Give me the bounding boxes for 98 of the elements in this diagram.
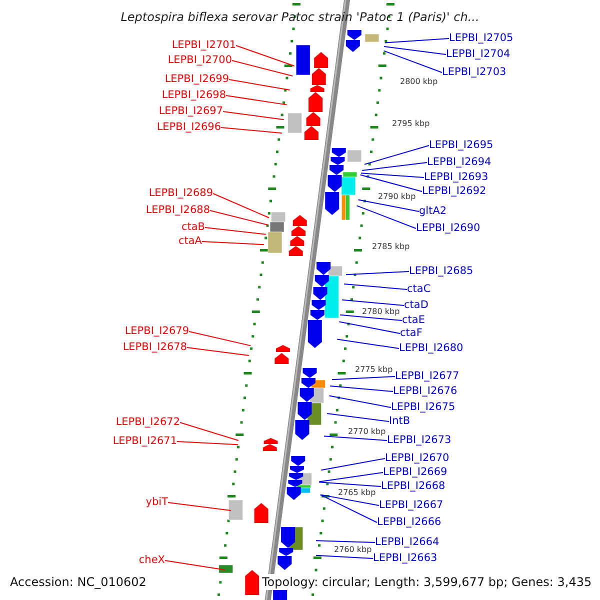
leader-line bbox=[180, 422, 239, 442]
gene-label: ctaF bbox=[400, 327, 422, 340]
leader-line bbox=[360, 174, 422, 192]
leader-line bbox=[316, 540, 376, 543]
info-text: Topology: circular; Length: 3,599,677 bp; Genes: 3,435 bbox=[262, 574, 592, 590]
gene-label: LEPBI_I2698 bbox=[162, 89, 226, 102]
gene-label: LEPBI_I2673 bbox=[387, 434, 452, 447]
leader-line bbox=[320, 458, 386, 471]
info-text: Accession: NC_010602 bbox=[10, 574, 146, 590]
gene-label: LEPBI_I2699 bbox=[164, 73, 229, 86]
position-label: 2765 kbp bbox=[338, 488, 376, 498]
gene-label: ctaB bbox=[181, 221, 205, 234]
gene-label: LEPBI_I2701 bbox=[172, 39, 236, 52]
gene-label: ctaC bbox=[407, 283, 431, 296]
gene-label: LEPBI_I2696 bbox=[156, 121, 221, 134]
leader-line bbox=[340, 314, 402, 321]
leader-line bbox=[320, 494, 378, 523]
gene-label: LEPBI_I2670 bbox=[385, 452, 450, 465]
gene-label: LEPBI_I2663 bbox=[373, 552, 438, 565]
leader-line bbox=[222, 111, 284, 120]
gene-label: cheX bbox=[138, 554, 165, 567]
leader-line bbox=[204, 227, 266, 235]
leader-line bbox=[186, 347, 250, 356]
leader-line bbox=[232, 60, 294, 76]
gene-label: LEPBI_I2666 bbox=[377, 516, 442, 529]
gene-label: ybiT bbox=[146, 496, 168, 509]
gene-label: ctaA bbox=[178, 235, 202, 248]
leader-line bbox=[226, 95, 288, 106]
gene-label: LEPBI_I2672 bbox=[116, 416, 180, 429]
gene-label: LEPBI_I2677 bbox=[395, 370, 460, 383]
leader-line bbox=[316, 554, 374, 559]
leader-line bbox=[324, 436, 388, 441]
title: Leptospira biflexa serovar Patoc strain 'Patoc 1 (Paris)' ch... bbox=[120, 10, 480, 24]
leader-line bbox=[210, 210, 268, 226]
position-label: 2800 kbp bbox=[400, 77, 438, 87]
leader-line bbox=[212, 193, 270, 218]
leader-line bbox=[328, 395, 392, 408]
position-label: 2785 kbp bbox=[372, 242, 410, 252]
gene-label: LEPBI_I2697 bbox=[158, 105, 223, 118]
leader-line bbox=[360, 172, 424, 178]
leader-line bbox=[202, 241, 264, 246]
leader-line bbox=[346, 271, 410, 276]
gene-label: LEPBI_I2692 bbox=[422, 185, 486, 198]
leader-line bbox=[220, 127, 282, 134]
gene-label: LEPBI_I2679 bbox=[124, 325, 189, 338]
gene-label: gltA2 bbox=[419, 205, 447, 218]
gene-label: LEPBI_I2694 bbox=[427, 156, 492, 169]
gene-label: LEPBI_I2705 bbox=[449, 32, 514, 45]
gene-label: LEPBI_I2689 bbox=[148, 187, 213, 200]
gene-label: ctaD bbox=[404, 299, 428, 312]
gene-label: LEPBI_I2675 bbox=[391, 401, 456, 414]
gene-label: IntB bbox=[389, 415, 410, 428]
leader-line bbox=[330, 385, 394, 392]
gene-label: LEPBI_I2688 bbox=[146, 204, 210, 217]
gene-label: LEPBI_I2700 bbox=[168, 54, 232, 67]
gene-label: LEPBI_I2680 bbox=[399, 342, 464, 355]
leader-line bbox=[362, 162, 428, 171]
gene-label: ctaE bbox=[402, 314, 425, 327]
gene-label: LEPBI_I2695 bbox=[429, 139, 494, 152]
leader-line bbox=[336, 338, 400, 349]
leader-line bbox=[332, 376, 396, 380]
leader-line bbox=[356, 205, 416, 229]
position-label: 2790 kbp bbox=[378, 192, 416, 202]
leader-line bbox=[168, 502, 232, 512]
gene-label: LEPBI_I2667 bbox=[379, 499, 444, 512]
gene-label: LEPBI_I2669 bbox=[383, 466, 448, 479]
leader-line bbox=[228, 79, 290, 91]
position-label: 2770 kbp bbox=[348, 427, 386, 437]
position-label: 2780 kbp bbox=[362, 306, 400, 316]
gene-label: LEPBI_I2664 bbox=[375, 536, 440, 549]
gene-label: LEPBI_I2703 bbox=[442, 66, 506, 79]
leader-line bbox=[188, 331, 252, 346]
leader-line bbox=[384, 46, 446, 55]
gene-label: LEPBI_I2678 bbox=[122, 341, 187, 354]
leader-line bbox=[176, 441, 238, 446]
position-label: 2795 kbp bbox=[392, 119, 430, 129]
leader-line bbox=[164, 560, 226, 570]
leader-line bbox=[318, 472, 384, 482]
gene-label: LEPBI_I2676 bbox=[393, 385, 458, 398]
leader-line bbox=[320, 494, 380, 506]
leader-line bbox=[364, 145, 430, 165]
leader-line bbox=[383, 50, 442, 73]
gene-label: LEPBI_I2704 bbox=[446, 48, 510, 61]
leader-line bbox=[358, 199, 420, 212]
gene-label: LEPBI_I2693 bbox=[424, 171, 488, 184]
leader-line bbox=[318, 482, 382, 487]
leader-line bbox=[338, 321, 400, 334]
leader-line bbox=[236, 45, 295, 66]
gene-label: LEPBI_I2685 bbox=[409, 265, 474, 278]
leader-line bbox=[342, 299, 404, 306]
position-label: 2760 kbp bbox=[334, 544, 372, 554]
leader-line bbox=[344, 283, 408, 290]
gene-label: LEPBI_I2668 bbox=[381, 480, 446, 493]
leader-line bbox=[326, 412, 390, 422]
position-label: 2775 kbp bbox=[355, 365, 393, 375]
gene-label: LEPBI_I2690 bbox=[416, 222, 480, 235]
gene-label: LEPBI_I2671 bbox=[112, 435, 177, 448]
leader-line bbox=[384, 38, 450, 44]
